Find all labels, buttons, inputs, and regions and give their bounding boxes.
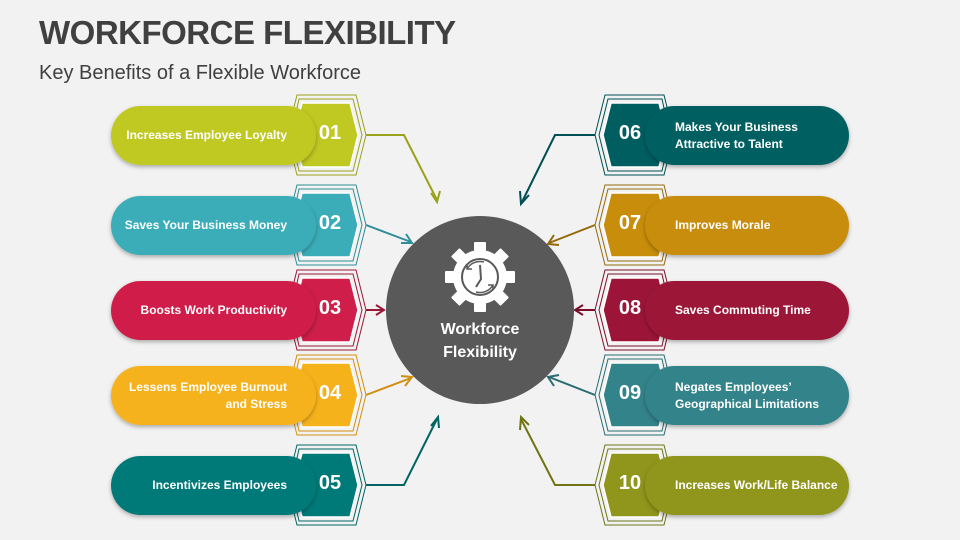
arrow-10 [519,414,595,486]
item-01-shapes [111,94,367,176]
arrow-04 [365,375,414,396]
item-07-shapes [594,184,849,266]
connector-arrows-right [519,134,596,486]
item-text-02: Saves Your Business Money [124,218,287,232]
arrow-07 [546,224,596,246]
item-09-shapes [594,354,849,436]
item-05-shapes [111,444,367,526]
item-text-06: Makes Your Business Attractive to Talent [675,119,798,151]
gear-clock-icon [445,242,515,312]
right-items [594,94,849,526]
item-number-02: 02 [318,212,342,234]
item-text-04: Lessens Employee Burnout and Stress [128,379,287,411]
item-text-01: Increases Employee Loyalty [126,128,287,142]
item-text-10: Increases Work/Life Balance [675,478,838,492]
item-text-09: Negates Employees’ Geographical Limitati… [675,379,820,411]
item-04-shapes [111,354,367,436]
center-label-line1: Workforce [440,321,520,338]
item-number-06: 06 [618,122,642,144]
item-02-shapes [111,184,367,266]
arrow-03 [366,304,386,316]
connector-arrows-left [365,134,441,486]
item-10-shapes [594,444,849,526]
left-items [111,94,367,526]
item-06-shapes [594,94,849,176]
item-number-07: 07 [618,212,642,234]
item-number-05: 05 [318,472,342,494]
arrow-05 [366,414,440,486]
item-text-07: Improves Morale [675,218,771,232]
arrow-09 [546,374,596,396]
arrow-01 [366,134,441,205]
item-number-04: 04 [318,382,342,404]
item-number-03: 03 [318,297,342,319]
item-text-05: Incentivizes Employees [152,478,287,492]
item-number-09: 09 [618,382,642,404]
arrow-02 [365,224,414,244]
page-subtitle: Key Benefits of a Flexible Workforce [39,62,361,84]
center-label-line2: Flexibility [443,344,517,361]
center-label: Workforce Flexibility [400,318,560,364]
item-number-10: 10 [618,472,642,494]
item-number-08: 08 [618,297,642,319]
item-03-shapes [111,269,367,351]
item-text-03: Boosts Work Productivity [140,303,287,317]
page-title: WORKFORCE FLEXIBILITY [39,14,456,51]
item-08-shapes [594,269,849,351]
item-number-01: 01 [318,122,342,144]
item-text-08: Saves Commuting Time [675,303,811,317]
arrow-08 [573,304,595,316]
arrow-06 [519,134,595,207]
